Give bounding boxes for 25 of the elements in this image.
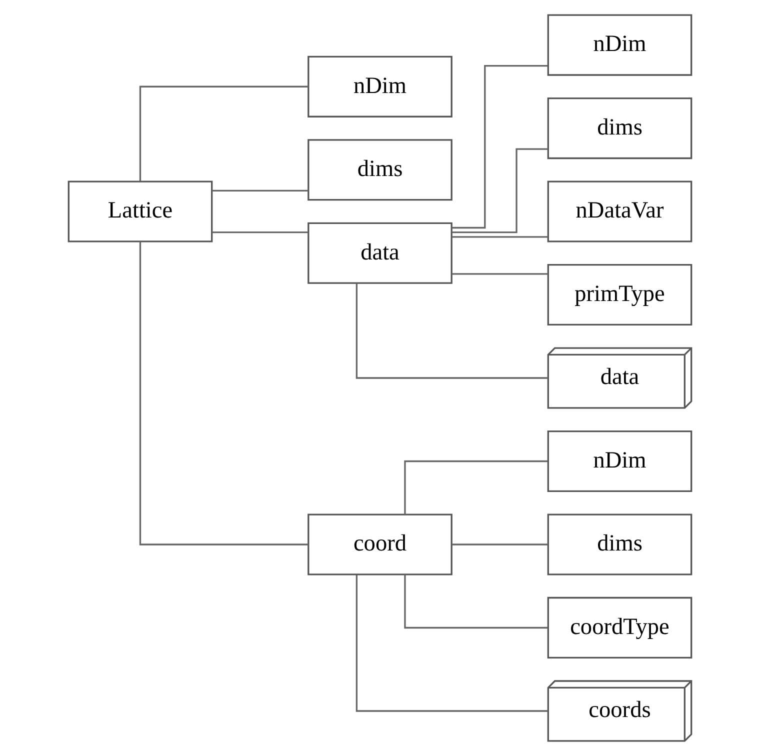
- node-box: nDataVar: [547, 180, 692, 242]
- connector: [452, 273, 548, 275]
- connector: [356, 283, 548, 379]
- connector: [212, 231, 308, 234]
- connector: [452, 236, 548, 238]
- node-box: data: [308, 222, 452, 284]
- connector: [139, 242, 308, 546]
- connector: [404, 574, 548, 629]
- connector: [212, 190, 308, 192]
- node-box: coordType: [547, 596, 692, 659]
- connector: [452, 148, 548, 234]
- node-box: dims: [547, 514, 692, 576]
- connector: [452, 544, 548, 546]
- node-box: nDim: [308, 56, 452, 118]
- node-box: dims: [547, 97, 692, 160]
- node-box: coord: [308, 514, 452, 576]
- connector: [452, 65, 548, 229]
- connector: [139, 86, 308, 182]
- node-box: dims: [308, 139, 452, 201]
- node-box: nDim: [547, 14, 692, 76]
- node-box: primType: [547, 264, 692, 326]
- connector: [356, 575, 548, 712]
- node-box: nDim: [547, 430, 692, 492]
- node-box: Lattice: [68, 180, 213, 242]
- connector: [404, 460, 548, 514]
